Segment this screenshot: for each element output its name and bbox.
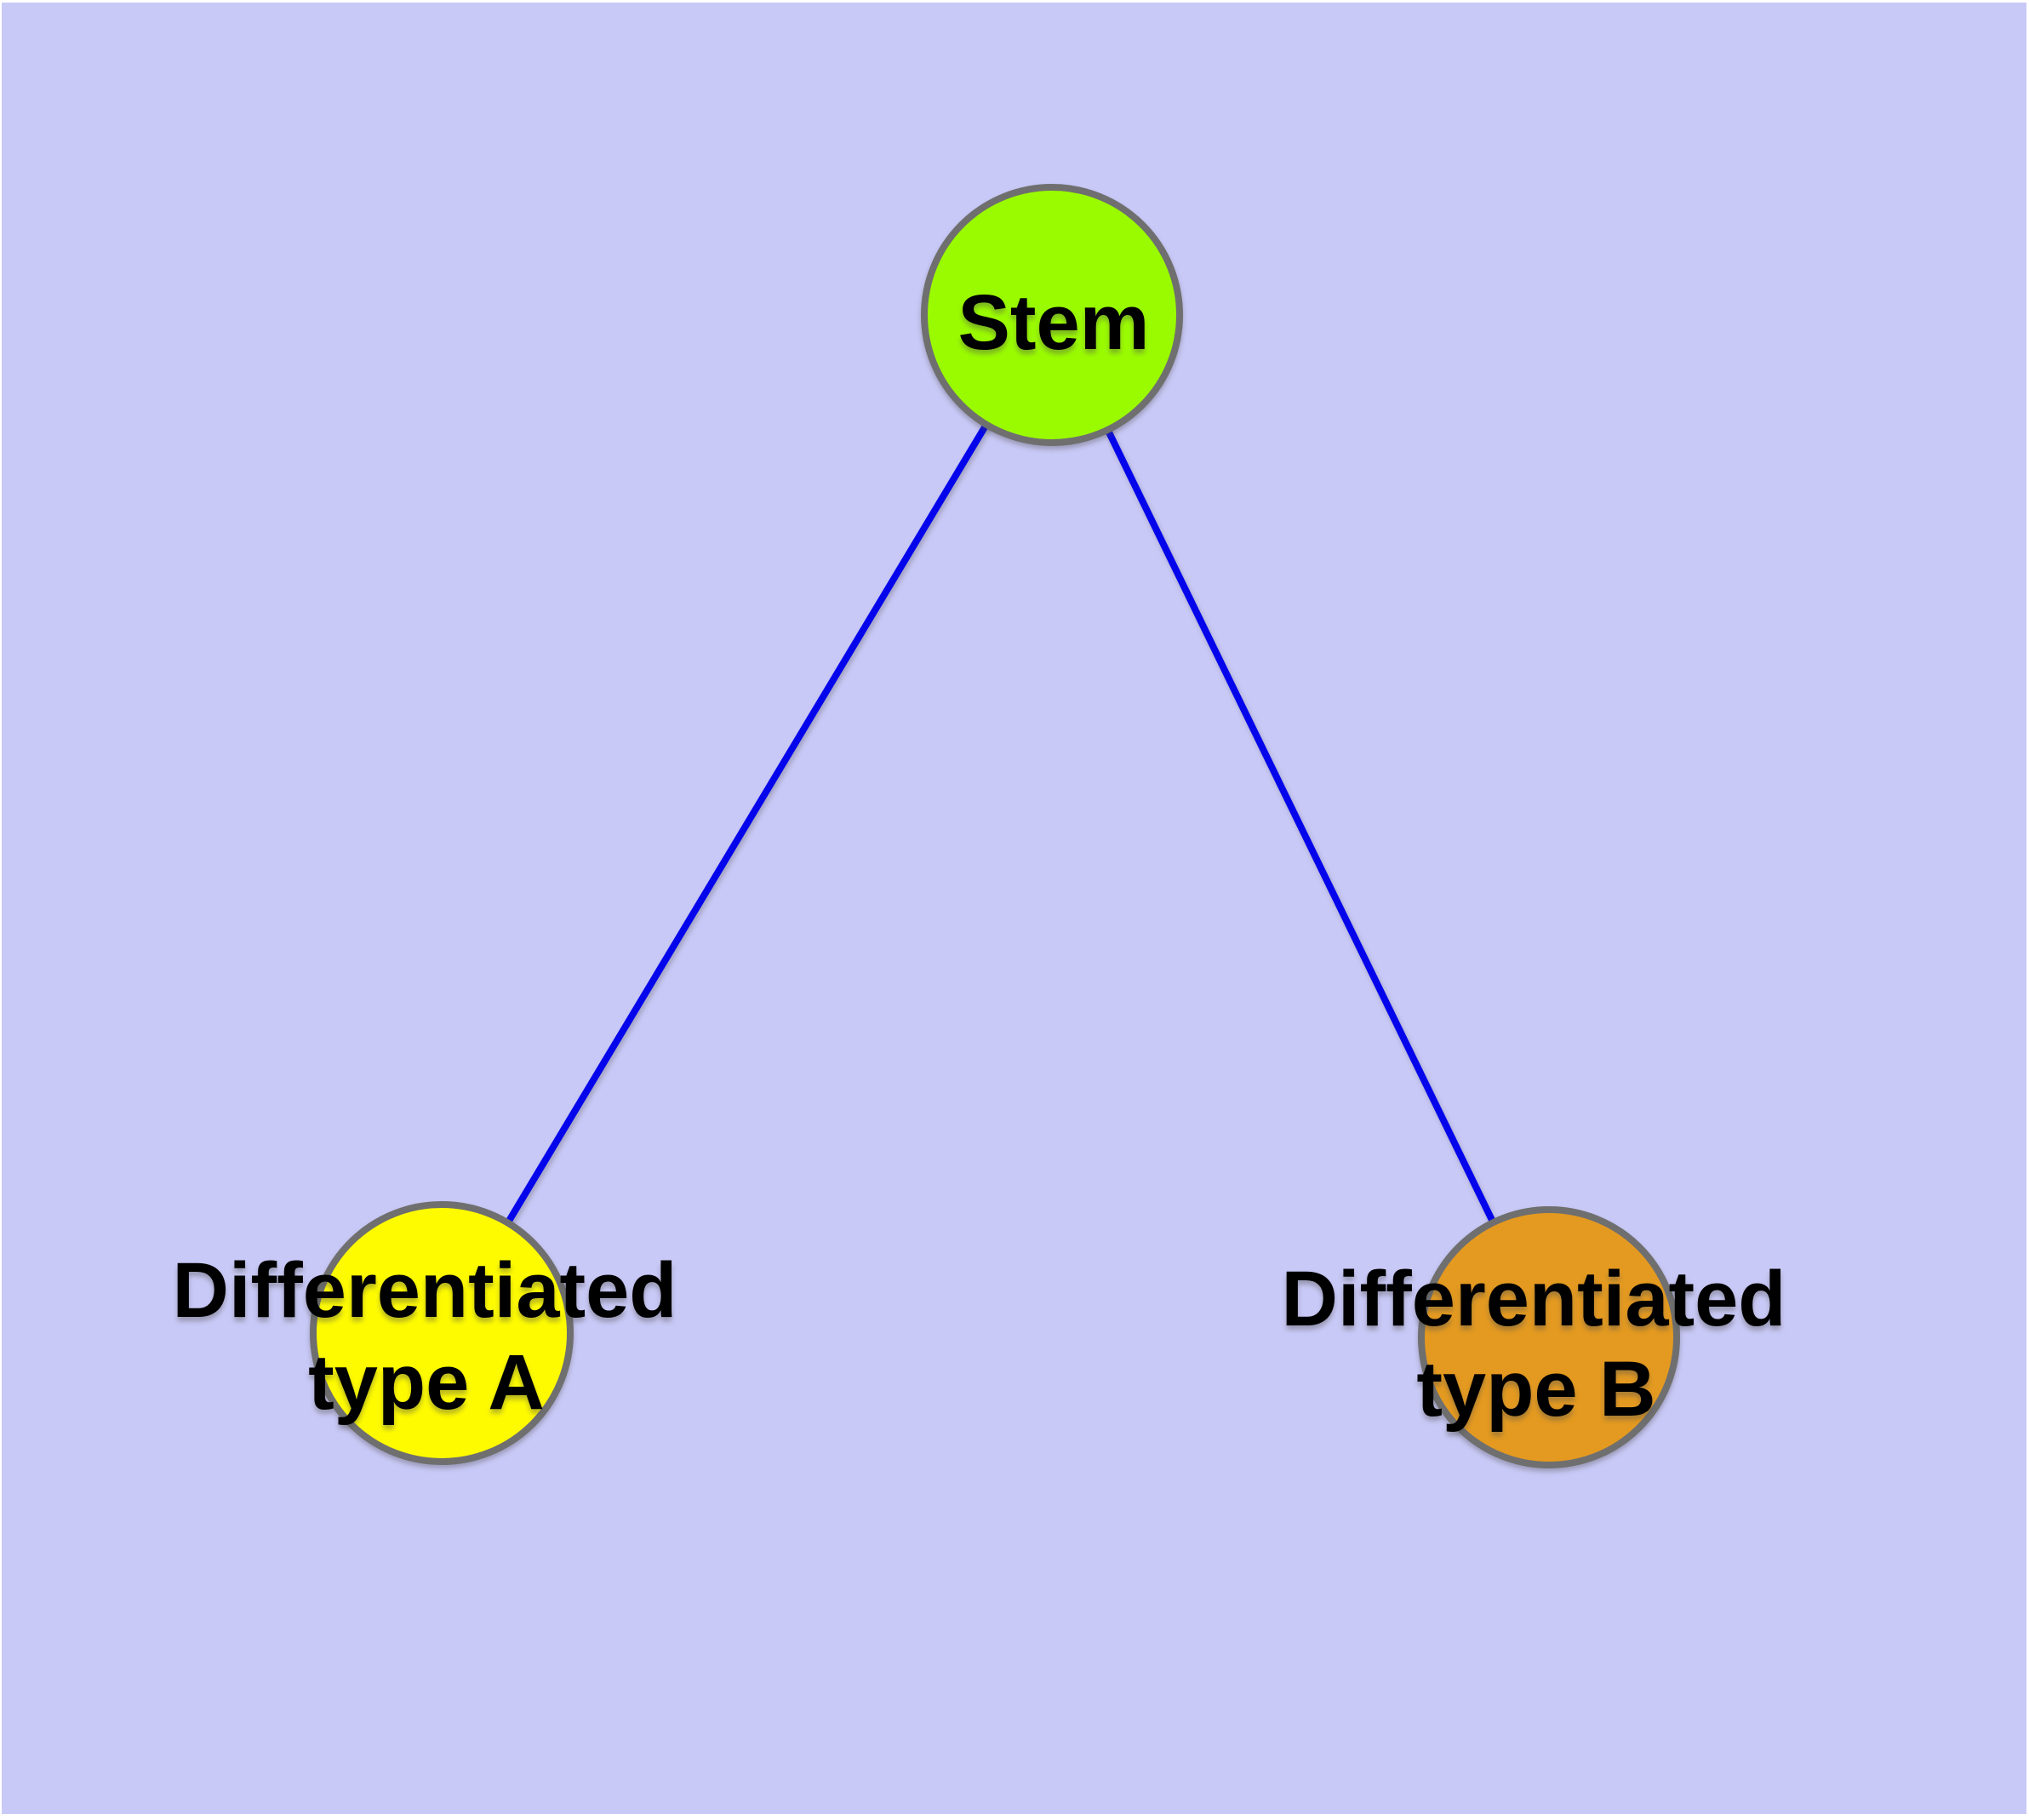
type-a-node-circle[interactable] [310,1201,574,1465]
type-b-node-label-line1: Differentiated [1282,1256,1786,1342]
edge-stem-to-type-b[interactable] [1049,313,1552,1339]
type-a-node-label-line2: type A [308,1339,545,1426]
node-differentiated-type-a[interactable]: Differentiated type A [173,1201,677,1465]
type-a-node-label-line1: Differentiated [173,1247,677,1334]
type-b-node-circle[interactable] [1418,1206,1680,1468]
node-differentiated-type-b[interactable]: Differentiated type B [1282,1206,1786,1468]
type-b-node-label-line2: type B [1416,1346,1655,1433]
edge-stem-to-type-a[interactable] [438,312,1055,1336]
stem-node-label: Stem [958,279,1150,366]
stem-node-circle[interactable] [921,184,1183,446]
node-stem[interactable]: Stem [921,184,1183,446]
